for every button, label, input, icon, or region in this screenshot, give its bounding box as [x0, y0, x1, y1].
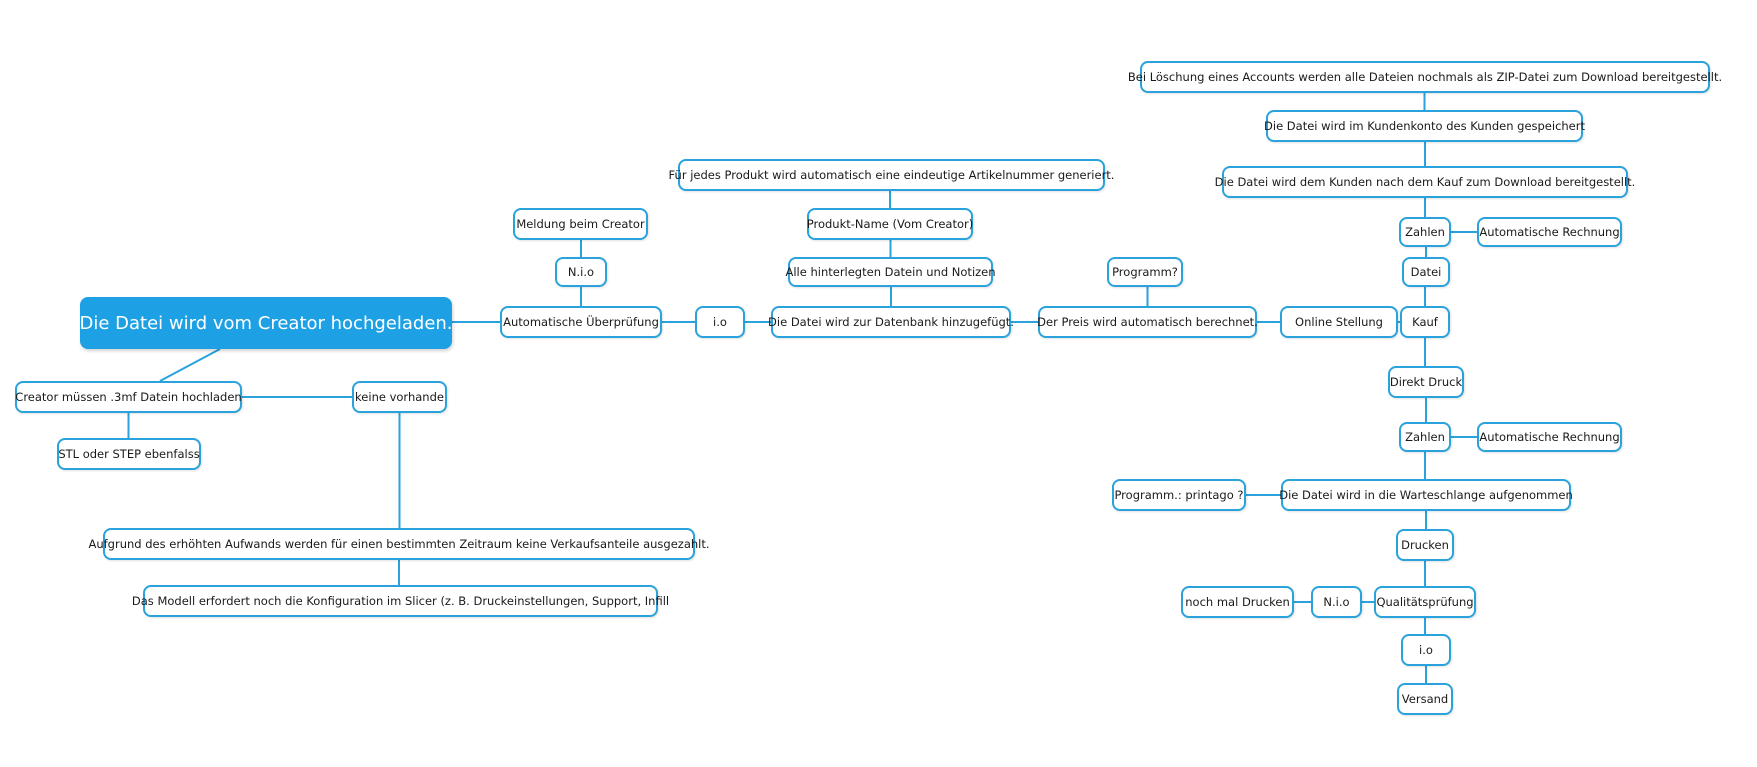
node-download[interactable]: Die Datei wird dem Kunden nach dem Kauf …: [1215, 166, 1635, 198]
node-programm-frage[interactable]: Programm?: [1107, 257, 1183, 287]
node-kundenkonto[interactable]: Die Datei wird im Kundenkonto des Kunden…: [1264, 110, 1585, 142]
node-programm-printago[interactable]: Programm.: printago ?: [1112, 479, 1246, 511]
node-meldung-creator[interactable]: Meldung beim Creator: [513, 208, 648, 240]
node-versand[interactable]: Versand: [1397, 683, 1453, 715]
node-account-loeschung[interactable]: Bei Löschung eines Accounts werden alle …: [1128, 61, 1722, 93]
node-zahlen-druck[interactable]: Zahlen: [1399, 422, 1451, 452]
node-slicer-konfiguration[interactable]: Das Modell erfordert noch die Konfigurat…: [132, 585, 669, 617]
node-rechnung-druck[interactable]: Automatische Rechnung: [1477, 422, 1622, 452]
node-datei[interactable]: Datei: [1402, 257, 1450, 287]
node-aufwand-verkaufsanteile[interactable]: Aufgrund des erhöhten Aufwands werden fü…: [88, 528, 710, 560]
node-qualitaetspruefung[interactable]: Qualitätsprüfung: [1374, 586, 1476, 618]
node-rechnung-datei[interactable]: Automatische Rechnung: [1477, 217, 1622, 247]
node-io-qualitaet[interactable]: i.o: [1401, 634, 1451, 666]
node-stl-step[interactable]: STL oder STEP ebenfalss: [57, 438, 201, 470]
node-keine-vorhanden[interactable]: keine vorhande: [352, 381, 447, 413]
node-drucken[interactable]: Drucken: [1396, 529, 1454, 561]
node-automatische-ueberpruefung[interactable]: Automatische Überprüfung: [500, 306, 662, 338]
node-datenbank[interactable]: Die Datei wird zur Datenbank hinzugefügt…: [768, 306, 1014, 338]
node-nio-qualitaet[interactable]: N.i.o: [1311, 586, 1362, 618]
node-creator-3mf[interactable]: Creator müssen .3mf Datein hochladen: [15, 381, 242, 413]
edge-root-creator_3mf: [159, 348, 221, 382]
node-preis[interactable]: Der Preis wird automatisch berechnet.: [1037, 306, 1258, 338]
node-nochmal-drucken[interactable]: noch mal Drucken: [1181, 586, 1294, 618]
node-nio-check[interactable]: N.i.o: [555, 257, 607, 287]
node-produkt-name[interactable]: Produkt-Name (Vom Creator): [807, 208, 973, 240]
root-node[interactable]: Die Datei wird vom Creator hochgeladen.: [79, 297, 453, 349]
node-zahlen-datei[interactable]: Zahlen: [1399, 217, 1451, 247]
node-kauf[interactable]: Kauf: [1400, 306, 1450, 338]
node-artikelnummer[interactable]: Für jedes Produkt wird automatisch eine …: [669, 159, 1114, 191]
node-alle-dateien[interactable]: Alle hinterlegten Datein und Notizen: [785, 257, 996, 287]
node-io-check[interactable]: i.o: [695, 306, 745, 338]
node-direkt-druck[interactable]: Direkt Druck: [1388, 366, 1464, 398]
node-warteschlange[interactable]: Die Datei wird in die Warteschlange aufg…: [1279, 479, 1573, 511]
node-online-stellung[interactable]: Online Stellung: [1280, 306, 1398, 338]
